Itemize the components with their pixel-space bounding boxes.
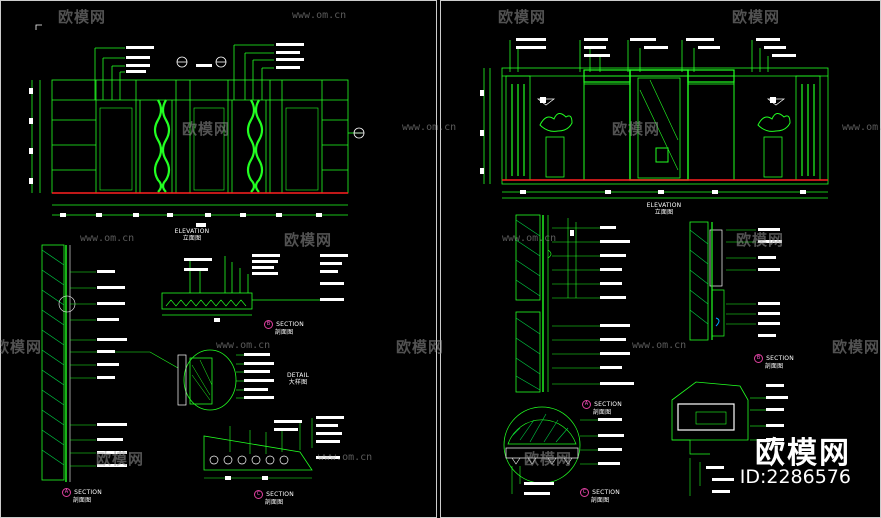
right-elevation-title: ELEVATION — [646, 202, 682, 209]
section-marker-c-left: C — [254, 490, 264, 499]
left-detail-drawing — [177, 349, 274, 411]
right-section-a-drawing — [515, 214, 634, 393]
left-elevation-text-bars — [29, 43, 322, 227]
right-section-d-drawing — [671, 381, 788, 496]
left-section-b-text-bars — [184, 254, 348, 322]
watermark-site: www.om.cn — [842, 122, 881, 133]
right-section-c-subtitle: 剖面图 — [590, 497, 610, 504]
watermark-brand: 欧模网 — [524, 450, 573, 468]
right-section-b-drawing — [689, 221, 782, 341]
watermark-brand: 欧模网 — [498, 8, 547, 26]
section-marker-a-right: A — [582, 400, 592, 409]
brand-id-text: ID:2286576 — [739, 466, 851, 488]
left-elevation-caption: ELEVATION 立面图 — [170, 228, 214, 242]
watermark-brand: 欧模网 — [284, 231, 333, 249]
left-elevation-callouts — [176, 56, 365, 139]
right-section-a-title: SECTION — [594, 401, 622, 408]
watermark-brand: 欧模网 — [732, 8, 781, 26]
brand-logo-text: 欧模网 — [755, 436, 851, 471]
right-elevation-subtitle: 立面图 — [654, 209, 674, 216]
left-detail-subtitle: 大样图 — [288, 379, 308, 386]
watermark-brand: 欧模网 — [96, 450, 145, 468]
right-section-a-subtitle: 剖面图 — [592, 409, 612, 416]
left-elevation-title: ELEVATION — [174, 228, 210, 235]
left-section-c-drawing — [203, 416, 344, 480]
watermark-brand: 欧模网 — [832, 338, 881, 356]
left-section-b-drawing — [161, 256, 320, 316]
watermark-site: www.om.cn — [318, 452, 373, 463]
watermark-site: www.om.cn — [80, 233, 135, 244]
right-elevation-drawing — [483, 40, 829, 199]
left-detail-title: DETAIL — [286, 372, 310, 379]
left-section-b-title: SECTION — [276, 321, 304, 328]
watermark-site: www.om.cn — [216, 340, 271, 351]
right-section-c-drawing — [503, 406, 624, 495]
left-section-c-subtitle: 剖面图 — [264, 499, 284, 506]
left-section-a-wall — [41, 244, 179, 482]
left-section-b-subtitle: 剖面图 — [274, 329, 294, 336]
section-marker-c-right: C — [580, 488, 590, 497]
right-elevation-caption: ELEVATION 立面图 — [642, 202, 686, 216]
left-section-a-subtitle: 剖面图 — [72, 497, 92, 504]
right-section-b-subtitle: 剖面图 — [764, 363, 784, 370]
watermark-site: www.om.cn — [292, 10, 347, 21]
left-elevation-subtitle: 立面图 — [182, 235, 202, 242]
watermark-brand: 欧模网 — [58, 8, 107, 26]
watermark-brand: 欧模网 — [736, 231, 785, 249]
section-marker-b-right: B — [754, 354, 764, 363]
left-detail-caption: DETAIL 大样图 — [280, 372, 316, 386]
left-section-c-title: SECTION — [266, 491, 294, 498]
section-marker-b-left: B — [264, 320, 274, 329]
watermark-brand: 欧模网 — [0, 338, 43, 356]
right-elevation-ceiling-marks — [536, 98, 786, 106]
watermark-site: www.om.cn — [402, 122, 457, 133]
section-marker-a-left: A — [62, 488, 72, 497]
right-section-b-title: SECTION — [766, 355, 794, 362]
watermark-brand: 欧模网 — [182, 120, 231, 138]
left-elevation-drawing — [31, 44, 362, 216]
watermark-brand: 欧模网 — [612, 120, 661, 138]
right-section-c-title: SECTION — [592, 489, 620, 496]
right-elevation-text-bars — [480, 38, 806, 194]
watermark-site: www.om.cn — [502, 233, 557, 244]
watermark-brand: 欧模网 — [396, 338, 445, 356]
watermark-site: www.om.cn — [632, 340, 687, 351]
left-section-a-title: SECTION — [74, 489, 102, 496]
